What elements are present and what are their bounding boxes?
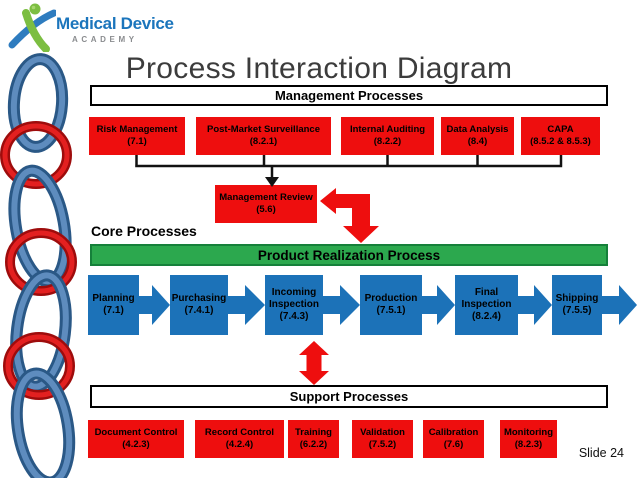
- blue-chain-link: [7, 53, 69, 153]
- support-box-record-control: Record Control (4.2.4): [195, 420, 284, 458]
- red-chain-link: [5, 228, 77, 296]
- support-box-validation: Validation (7.5.2): [352, 420, 413, 458]
- logo-subtitle: ACADEMY: [72, 35, 138, 44]
- box-name: Shipping: [555, 293, 599, 304]
- flow-arrow-icon: [422, 285, 455, 325]
- leaping-person-logo-icon: [8, 3, 56, 52]
- flow-arrow-icon: [602, 285, 637, 325]
- box-clause: (8.5.2 & 8.5.3): [530, 136, 591, 147]
- core-box-production: Production (7.5.1): [360, 275, 422, 335]
- red-chain-link: [0, 121, 72, 189]
- product-realization-banner: Product Realization Process: [90, 244, 608, 266]
- flow-arrow-icon: [139, 285, 170, 325]
- flow-arrow-icon: [228, 285, 265, 325]
- box-name: Purchasing: [171, 293, 227, 304]
- box-clause: (7.1): [127, 136, 147, 147]
- box-clause: (6.2.2): [299, 439, 328, 450]
- box-clause: (7.1): [103, 305, 124, 316]
- box-name: Data Analysis: [446, 123, 509, 135]
- box-name: Internal Auditing: [349, 123, 426, 135]
- core-box-purchasing: Purchasing (7.4.1): [170, 275, 228, 335]
- box-clause: (8.2.2): [373, 136, 402, 147]
- box-clause: (7.4.1): [184, 305, 214, 316]
- blue-chain-link: [10, 367, 76, 478]
- management-processes-header-label: Management Processes: [274, 88, 424, 103]
- box-name: Calibration: [428, 426, 479, 438]
- box-name: Validation: [360, 426, 405, 438]
- support-box-training: Training (6.2.2): [288, 420, 339, 458]
- box-name: Incoming Inspection: [268, 287, 319, 310]
- management-box-post-market-surveillance: Post-Market Surveillance (8.2.1): [196, 117, 331, 155]
- red-chain-link: [3, 332, 75, 400]
- slide-title: Process Interaction Diagram: [125, 52, 513, 85]
- box-name: Final Inspection: [461, 287, 512, 310]
- management-processes-header: Management Processes: [90, 85, 608, 106]
- management-box-data-analysis: Data Analysis (8.4): [441, 117, 514, 155]
- core-box-incoming-inspection: Incoming Inspection (7.4.3): [265, 275, 323, 335]
- core-processes-label: Core Processes: [91, 223, 197, 239]
- support-box-calibration: Calibration (7.6): [423, 420, 484, 458]
- box-name: Management Review: [219, 191, 313, 203]
- chain-links-graphic: [0, 53, 77, 478]
- core-box-planning: Planning (7.1): [88, 275, 139, 335]
- slide-number: Slide 24: [578, 446, 624, 460]
- vertical-double-arrow-icon: [299, 341, 329, 385]
- box-clause: (8.4): [467, 136, 488, 147]
- product-realization-banner-label: Product Realization Process: [257, 247, 441, 263]
- support-processes-header: Support Processes: [90, 385, 608, 408]
- core-box-final-inspection: Final Inspection (8.2.4): [455, 275, 518, 335]
- box-clause: (7.6): [443, 439, 464, 450]
- box-clause: (4.2.4): [225, 439, 254, 450]
- box-name: CAPA: [547, 123, 574, 135]
- box-name: Monitoring: [503, 426, 554, 438]
- logo: Medical Device ACADEMY: [8, 2, 174, 52]
- box-name: Planning: [92, 293, 135, 304]
- management-box-internal-auditing: Internal Auditing (8.2.2): [341, 117, 434, 155]
- support-box-monitoring: Monitoring (8.2.3): [500, 420, 557, 458]
- management-review-box: Management Review (5.6): [215, 185, 317, 223]
- bent-double-arrow-icon: [320, 188, 379, 243]
- box-clause: (8.2.3): [514, 439, 543, 450]
- box-clause: (4.2.3): [122, 439, 150, 450]
- box-name: Post-Market Surveillance: [207, 123, 320, 135]
- core-box-shipping: Shipping (7.5.5): [552, 275, 602, 335]
- management-box-capa: CAPA (8.5.2 & 8.5.3): [521, 117, 600, 155]
- flow-arrow-icon: [518, 285, 552, 325]
- flow-arrow-icon: [323, 285, 360, 325]
- box-clause: (8.2.4): [472, 311, 501, 322]
- logo-text: Medical Device ACADEMY: [56, 15, 174, 44]
- management-connector-lines: [135, 155, 563, 168]
- box-clause: (7.5.1): [376, 305, 406, 316]
- support-processes-header-label: Support Processes: [289, 389, 409, 404]
- box-clause: (7.5.2): [368, 439, 397, 450]
- box-name: Production: [364, 293, 418, 304]
- box-name: Record Control: [204, 426, 275, 438]
- box-clause: (7.4.3): [279, 311, 309, 322]
- logo-brand: Medical Device: [56, 14, 174, 33]
- blue-chain-link: [10, 269, 72, 393]
- box-name: Training: [295, 426, 332, 438]
- box-clause: (7.5.5): [562, 305, 592, 316]
- management-box-risk-management: Risk Management (7.1): [89, 117, 185, 155]
- support-box-document-control: Document Control (4.2.3): [88, 420, 184, 458]
- box-clause: (8.2.1): [249, 136, 278, 147]
- box-clause: (5.6): [256, 204, 276, 215]
- box-name: Risk Management: [96, 123, 178, 135]
- box-name: Document Control: [94, 426, 178, 438]
